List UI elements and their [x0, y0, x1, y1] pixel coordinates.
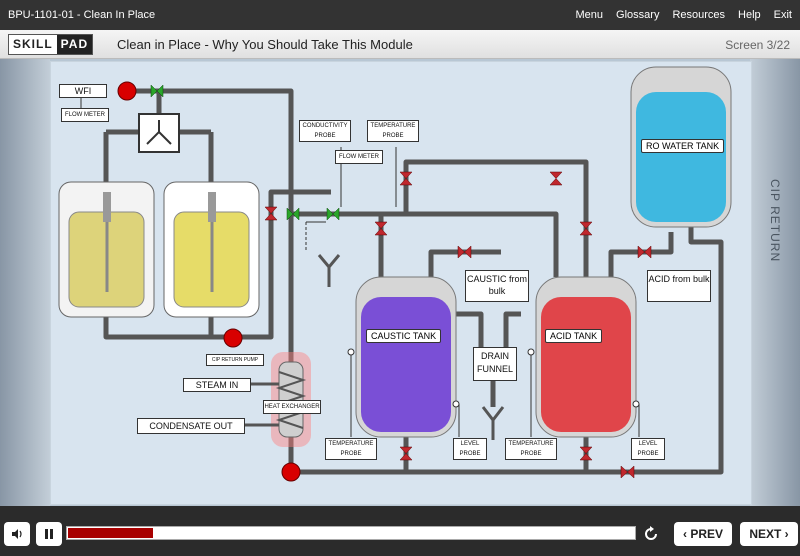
level-probe-caustic-label: LEVEL PROBE: [453, 438, 487, 460]
skillpad-logo: SKILL PAD: [8, 34, 94, 55]
valve-icon: [579, 446, 593, 461]
supply-pump-icon: [281, 462, 301, 482]
drain-dashed: [305, 221, 326, 252]
temperature-probe-caustic-label: TEMPERATURE PROBE: [325, 438, 377, 460]
caustic-from-bulk-label: CAUSTIC from bulk: [465, 270, 529, 302]
wfi-pump-icon: [117, 81, 137, 101]
playback-bar: ‹ PREV NEXT ›: [0, 512, 800, 556]
valve-icon: [549, 171, 563, 186]
flow-meter-label: FLOW METER: [61, 108, 109, 122]
steam-in-label: STEAM IN: [183, 378, 251, 392]
condensate-out-label: CONDENSATE OUT: [137, 418, 245, 434]
pipe-wfi: [131, 88, 294, 182]
valve-icon: [637, 245, 652, 259]
progress-bar[interactable]: [66, 526, 636, 540]
pause-button[interactable]: [36, 522, 62, 546]
pipe-tank-bottoms: [403, 437, 589, 472]
cip-diagram: WFI FLOW METER CONDUCTIVITY PROBE TEMPER…: [50, 61, 752, 505]
background-right: [750, 59, 800, 506]
temperature-probe-label: TEMPERATURE PROBE: [367, 120, 419, 142]
wfi-label: WFI: [59, 84, 107, 98]
speaker-icon: [12, 529, 22, 539]
valve-icon: [399, 446, 413, 461]
top-bar: BPU-1101-01 - Clean In Place Menu Glossa…: [0, 0, 800, 30]
pause-icon: [45, 529, 53, 539]
cip-return-pump-icon: [223, 328, 243, 348]
exit-link[interactable]: Exit: [773, 9, 792, 21]
valve-icon: [374, 221, 388, 236]
drain-funnel-label: DRAIN FUNNEL: [473, 347, 517, 381]
level-probe-acid-label: LEVEL PROBE: [631, 438, 665, 460]
course-title: BPU-1101-01 - Clean In Place: [8, 9, 156, 21]
next-button[interactable]: NEXT ›: [740, 522, 798, 546]
glossary-link[interactable]: Glossary: [616, 9, 660, 21]
pipe-caustic-bulk: [428, 249, 501, 277]
temperature-probe-acid-label: TEMPERATURE PROBE: [505, 438, 557, 460]
cip-return-pump-label: CIP RETURN PUMP: [206, 354, 264, 366]
drain-funnel-icon: [481, 406, 505, 440]
ro-water-tank-label: RO WATER TANK: [641, 139, 725, 153]
chevron-left-icon: ‹: [682, 527, 687, 541]
progress-fill: [68, 528, 153, 538]
green-valves: [150, 84, 340, 221]
valve-icon: [326, 207, 340, 221]
heat-exchanger-shape: [271, 352, 311, 447]
vessel-left: [58, 181, 155, 318]
pipe-vessel-return: [103, 189, 331, 340]
pipe-supply-caustic: [341, 211, 559, 277]
replay-icon: [645, 526, 657, 540]
pipe-supply-acid: [403, 159, 589, 277]
valve-icon: [264, 206, 278, 221]
cip-diagram-svg: [58, 66, 732, 482]
caustic-tank-label: CAUSTIC TANK: [366, 329, 442, 343]
splitter-icon: [146, 120, 172, 145]
heat-exchanger-label: HEAT EXCHANGER: [263, 400, 321, 414]
valve-icon: [150, 84, 164, 98]
page-title: Clean in Place - Why You Should Take Thi…: [117, 37, 413, 52]
menu-link[interactable]: Menu: [575, 9, 604, 21]
valve-icon: [399, 171, 413, 186]
replay-button[interactable]: [638, 522, 664, 546]
pipe-splitter: [103, 91, 214, 182]
resources-link[interactable]: Resources: [672, 9, 726, 21]
module-header: SKILL PAD Clean in Place - Why You Shoul…: [0, 30, 800, 59]
acid-tank-label: ACID TANK: [545, 329, 603, 343]
top-menu: Menu Glossary Resources Help Exit: [576, 9, 792, 21]
vessel-right: [163, 181, 260, 318]
prev-button[interactable]: ‹ PREV: [674, 522, 732, 546]
valve-icon: [579, 221, 593, 236]
content-stage: CIP RETURN: [0, 59, 800, 506]
valve-icon: [457, 245, 472, 259]
acid-tank-shape: [535, 276, 637, 438]
caustic-tank-shape: [355, 276, 457, 438]
probe-lines: [80, 95, 640, 437]
funnel-top-icon: [317, 254, 341, 287]
pipe-supply: [291, 211, 384, 277]
valve-icon: [620, 465, 635, 479]
valve-icon: [286, 207, 300, 221]
conductivity-probe-label: CONDUCTIVITY PROBE: [299, 120, 351, 142]
flow-meter-label: FLOW METER: [335, 150, 383, 164]
acid-from-bulk-label: ACID from bulk: [647, 270, 711, 302]
pipe-drain: [456, 311, 521, 407]
valves: [264, 171, 652, 479]
chevron-right-icon: ›: [784, 527, 789, 541]
screen-counter: Screen 3/22: [725, 38, 790, 52]
volume-button[interactable]: [4, 522, 30, 546]
help-link[interactable]: Help: [738, 9, 761, 21]
cip-return-background-label: CIP RETURN: [768, 179, 782, 263]
background-left: [0, 59, 50, 506]
